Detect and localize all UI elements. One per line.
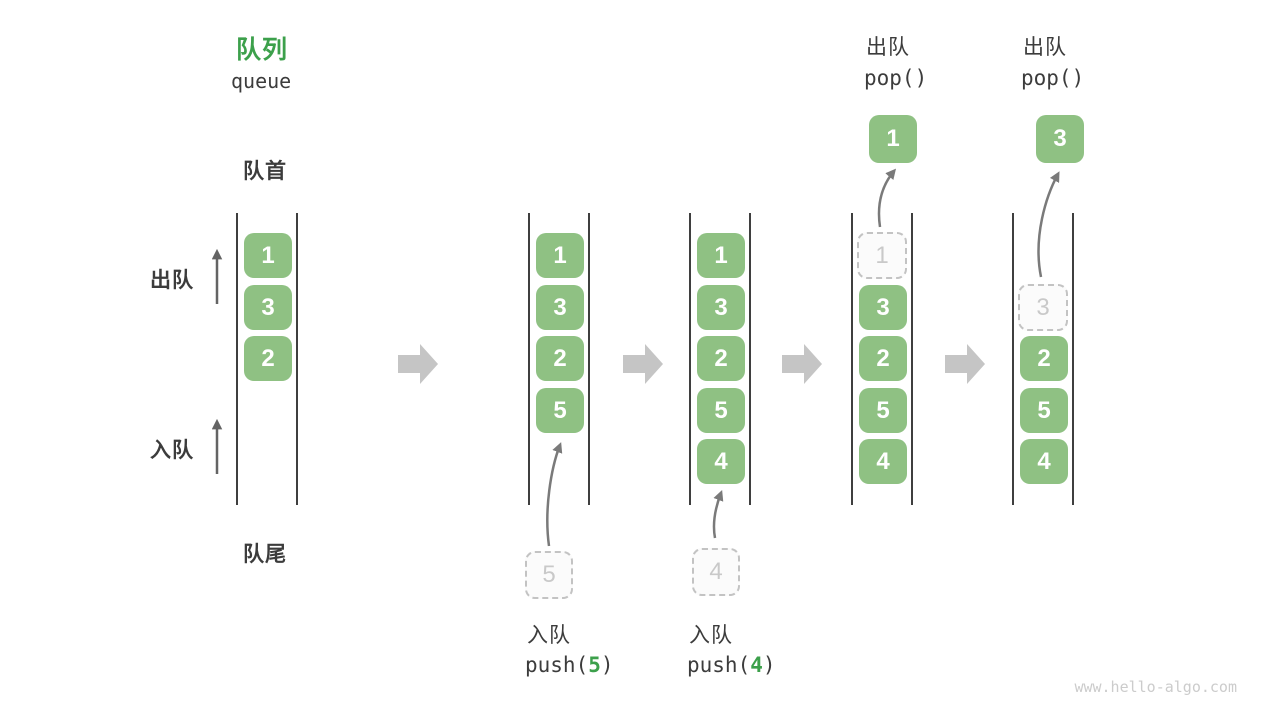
queue-cell: 2 bbox=[697, 336, 745, 381]
queue-cell: 3 bbox=[697, 285, 745, 330]
dequeue-op-code: pop() bbox=[864, 66, 928, 90]
label-dequeue-direction: 出队 bbox=[150, 269, 194, 292]
queue-cell: 5 bbox=[859, 388, 907, 433]
queue-cell: 3 bbox=[859, 285, 907, 330]
queue-cell: 4 bbox=[859, 439, 907, 484]
enqueue-op-label: 入队 bbox=[689, 624, 733, 647]
dequeue-op-label: 出队 bbox=[1023, 36, 1067, 59]
dequeue-op-label: 出队 bbox=[866, 36, 910, 59]
dequeue-op-code: pop() bbox=[1021, 66, 1085, 90]
push-arg: 4 bbox=[750, 653, 763, 677]
arrow-right-icon bbox=[398, 344, 438, 384]
label-enqueue-direction: 入队 bbox=[150, 439, 194, 462]
queue-state-5: 3 2 5 4 bbox=[1012, 213, 1074, 505]
push-arg: 5 bbox=[588, 653, 601, 677]
diagram-subtitle: queue bbox=[231, 69, 292, 93]
removed-cell-ghost: 3 bbox=[1018, 284, 1068, 331]
label-queue-front: 队首 bbox=[243, 160, 287, 183]
queue-cell: 5 bbox=[536, 388, 584, 433]
queue-cell: 4 bbox=[1020, 439, 1068, 484]
queue-cell: 2 bbox=[244, 336, 292, 381]
queue-cell: 3 bbox=[244, 285, 292, 330]
arrow-right-icon bbox=[623, 344, 663, 384]
queue-state-4: 1 3 2 5 4 bbox=[851, 213, 913, 505]
diagram-title: 队列 bbox=[236, 36, 289, 64]
queue-cell: 1 bbox=[697, 233, 745, 278]
enqueue-op-code: push(5) bbox=[525, 653, 614, 677]
removed-cell-ghost: 1 bbox=[857, 232, 907, 279]
queue-cell: 2 bbox=[536, 336, 584, 381]
queue-cell: 2 bbox=[859, 336, 907, 381]
arrow-right-icon bbox=[945, 344, 985, 384]
queue-cell: 5 bbox=[1020, 388, 1068, 433]
queue-state-3: 1 3 2 5 4 bbox=[689, 213, 751, 505]
queue-cell: 4 bbox=[697, 439, 745, 484]
queue-state-1: 1 3 2 bbox=[236, 213, 298, 505]
queue-cell: 1 bbox=[244, 233, 292, 278]
pending-enqueue-box: 5 bbox=[525, 551, 573, 599]
watermark: www.hello-algo.com bbox=[1074, 678, 1237, 696]
enqueue-op-code: push(4) bbox=[687, 653, 776, 677]
enqueue-op-label: 入队 bbox=[527, 624, 571, 647]
queue-cell: 5 bbox=[697, 388, 745, 433]
label-queue-rear: 队尾 bbox=[243, 543, 287, 566]
queue-cell: 3 bbox=[536, 285, 584, 330]
popped-value-box: 1 bbox=[869, 115, 917, 163]
queue-cell: 2 bbox=[1020, 336, 1068, 381]
pending-enqueue-box: 4 bbox=[692, 548, 740, 596]
queue-cell: 1 bbox=[536, 233, 584, 278]
arrow-right-icon bbox=[782, 344, 822, 384]
queue-state-2: 1 3 2 5 bbox=[528, 213, 590, 505]
popped-value-box: 3 bbox=[1036, 115, 1084, 163]
